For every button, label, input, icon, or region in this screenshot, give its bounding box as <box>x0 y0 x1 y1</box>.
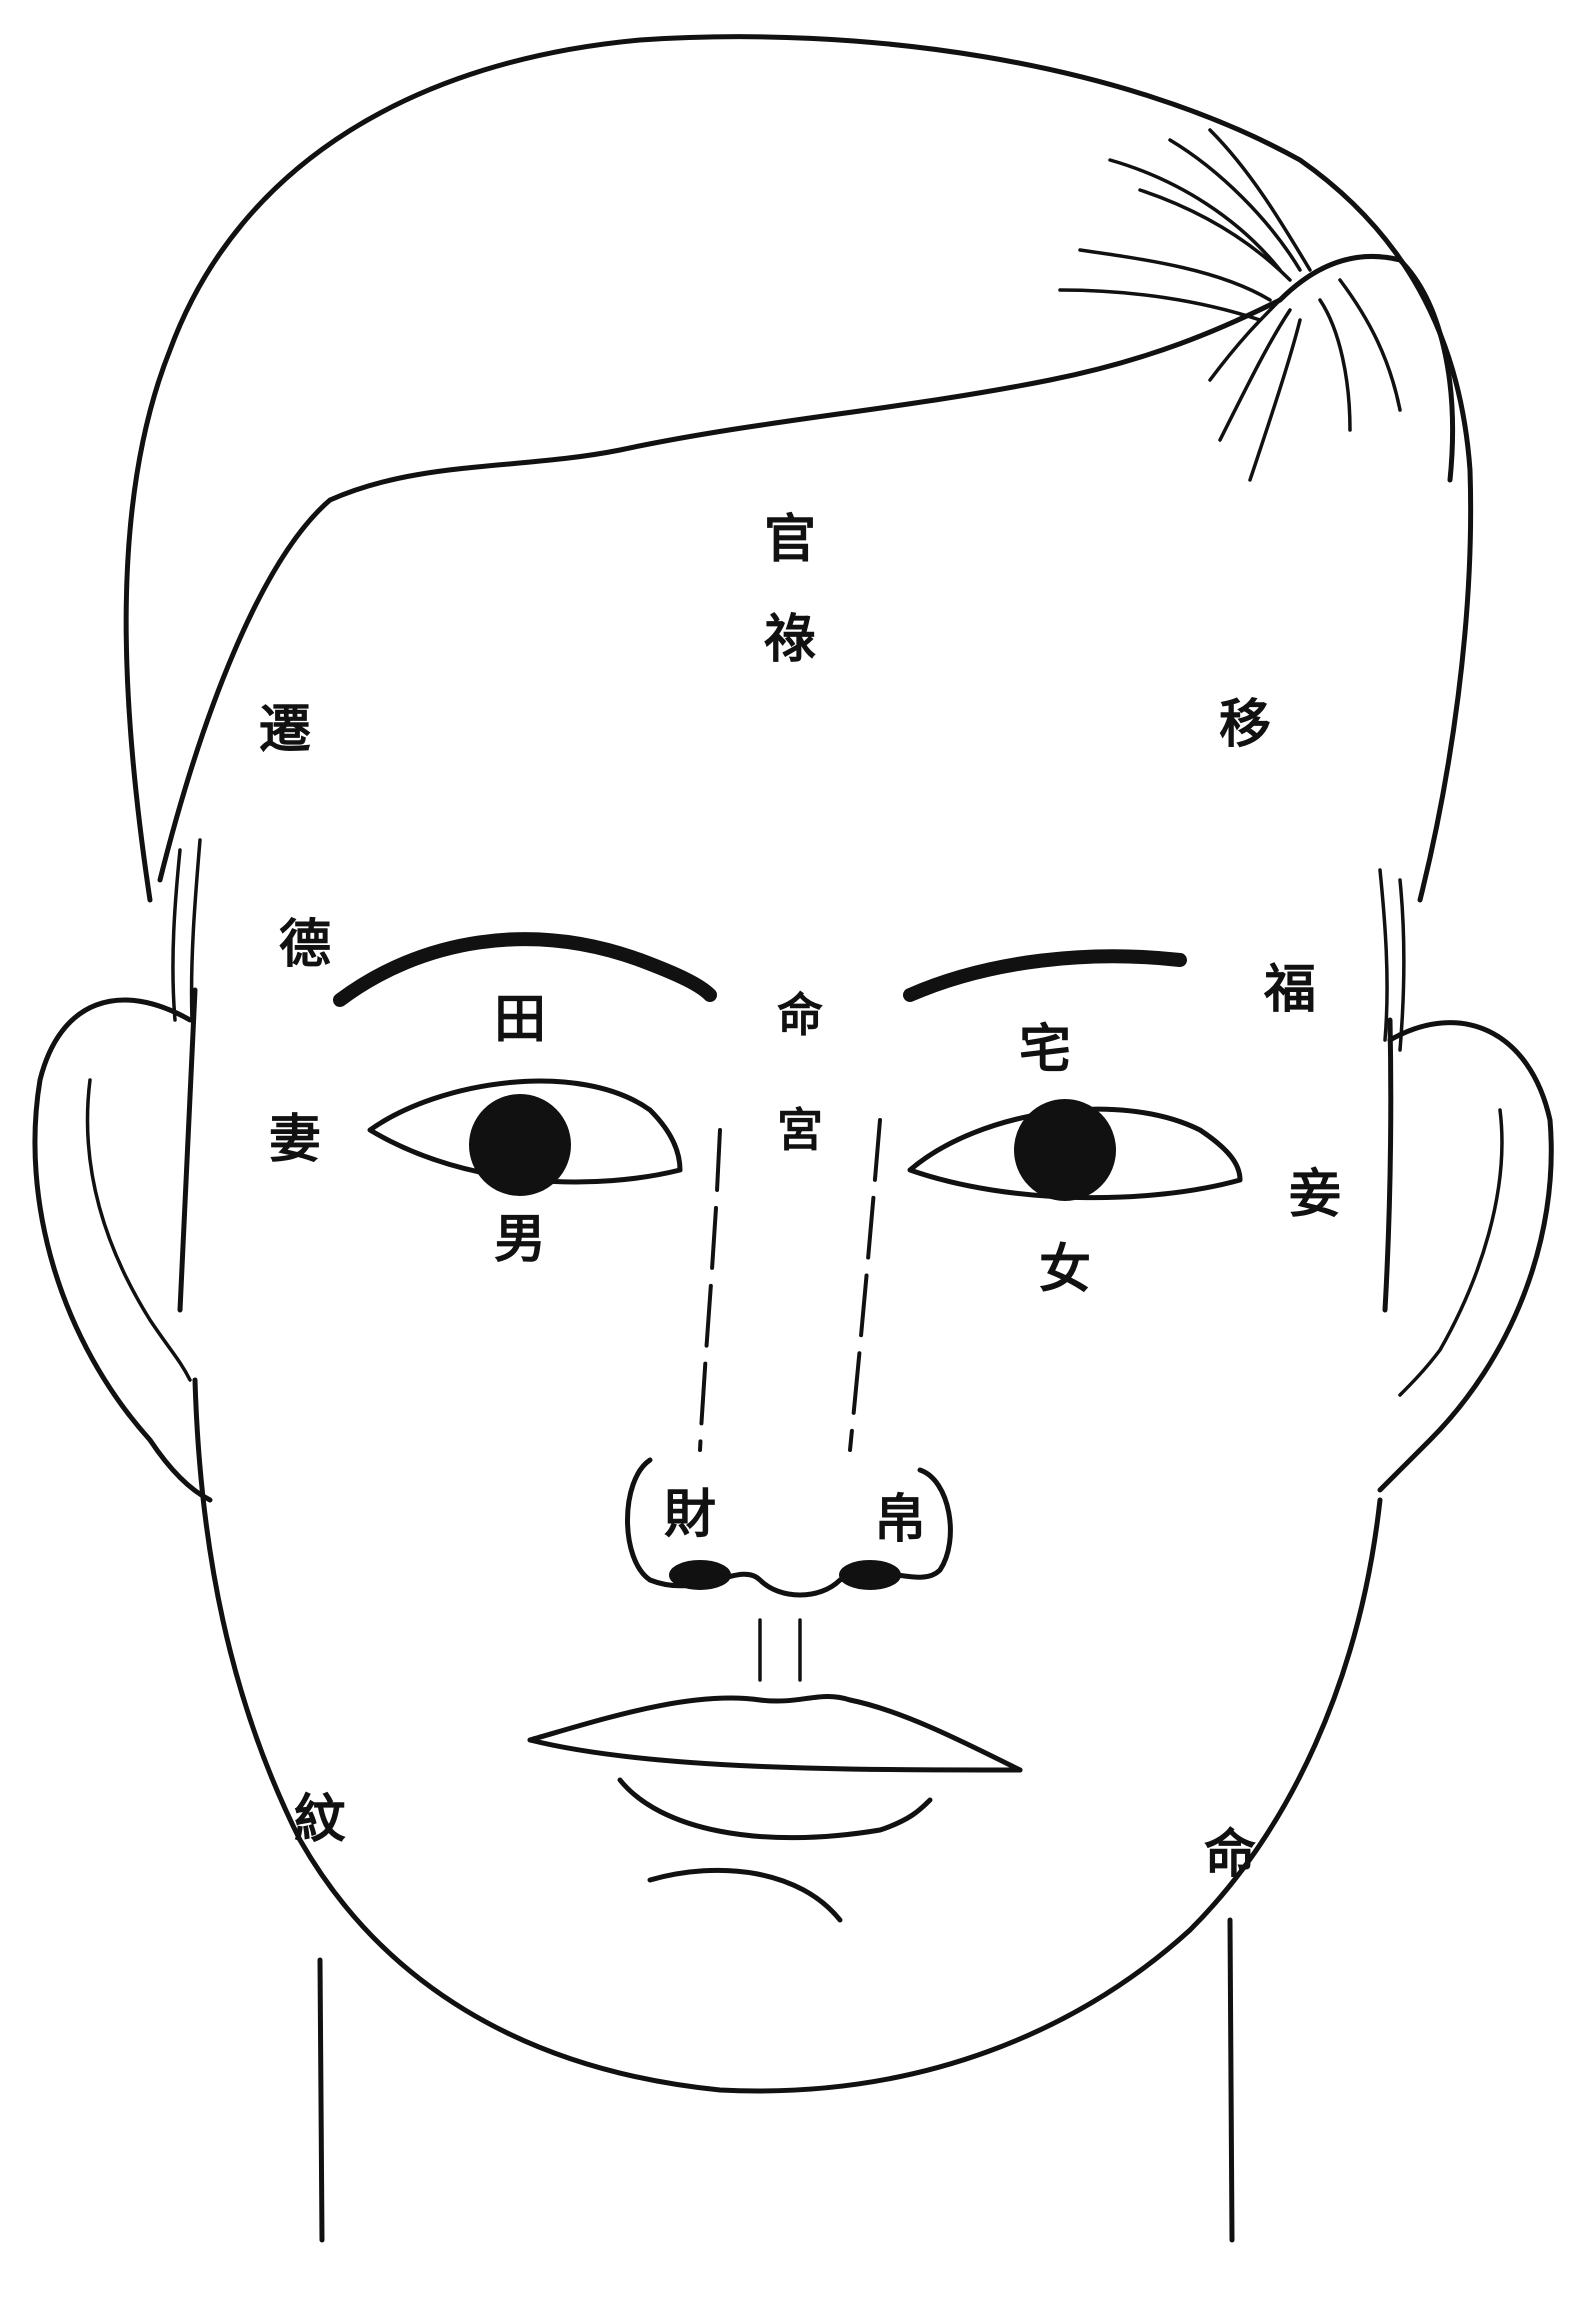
hairline <box>160 300 1280 880</box>
hair-outline <box>126 37 1470 900</box>
left-iris <box>470 1095 570 1195</box>
label-tian: 田 <box>494 994 546 1046</box>
right-temple <box>1385 1020 1391 1310</box>
hair-parting <box>1280 256 1453 480</box>
label-qian: 遷 <box>259 704 311 756</box>
label-guan: 官 <box>764 514 816 566</box>
label-ming-lower: 命 <box>1204 1829 1256 1881</box>
label-cai: 財 <box>664 1489 716 1541</box>
nose-bridge-right <box>850 1120 880 1450</box>
nose-bridge-left <box>700 1130 720 1450</box>
right-ear-inner <box>1400 1110 1502 1395</box>
right-iris <box>1015 1100 1115 1200</box>
label-yi: 移 <box>1219 699 1271 751</box>
neck-right <box>1230 1920 1232 2240</box>
right-eyebrow <box>910 956 1180 995</box>
label-nv: 女 <box>1039 1244 1091 1296</box>
left-ear-inner <box>88 1080 191 1380</box>
face-contour <box>195 1380 1380 2091</box>
label-wen: 紋 <box>294 1794 346 1846</box>
label-qi: 妻 <box>269 1114 321 1166</box>
label-de: 德 <box>279 919 331 971</box>
left-temple <box>180 990 195 1310</box>
chin-line <box>650 1870 840 1920</box>
label-bo: 帛 <box>874 1494 926 1546</box>
label-lu: 祿 <box>764 614 816 666</box>
label-qie: 妾 <box>1289 1169 1341 1221</box>
lower-lip <box>620 1780 930 1838</box>
neck-left <box>320 1960 322 2240</box>
label-ming-upper: 命 <box>777 992 823 1038</box>
right-nostril <box>840 1561 900 1589</box>
label-zhai: 宅 <box>1019 1024 1071 1076</box>
right-ear <box>1380 1023 1551 1490</box>
label-nan: 男 <box>494 1214 546 1266</box>
upper-lip <box>530 1696 1020 1770</box>
label-fu: 福 <box>1264 964 1316 1016</box>
label-gong: 宮 <box>777 1107 823 1153</box>
lip-line <box>530 1740 1020 1770</box>
left-nostril <box>670 1561 730 1589</box>
hair-strands <box>1060 130 1400 480</box>
